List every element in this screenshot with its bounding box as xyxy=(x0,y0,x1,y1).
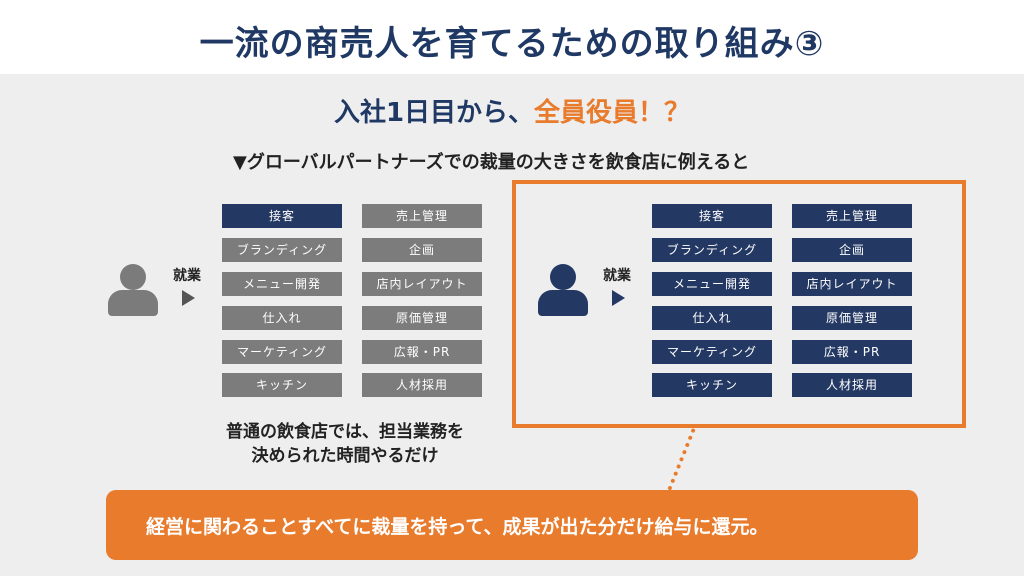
triangle-right-icon xyxy=(182,290,195,306)
person-body xyxy=(108,290,158,316)
left-col2-item: 原価管理 xyxy=(362,306,482,330)
person-body xyxy=(538,290,588,316)
right-col1-item: 仕入れ xyxy=(652,306,772,330)
right-col1-item: 接客 xyxy=(652,204,772,228)
left-col2-item: 広報・PR xyxy=(362,340,482,364)
left-col1-item: メニュー開発 xyxy=(222,272,342,296)
banner-text: 経営に関わることすべてに裁量を持って、成果が出た分だけ給与に還元。 xyxy=(146,516,769,538)
triangle-right-icon xyxy=(612,290,625,306)
left-job-label: 就業 xyxy=(173,268,201,284)
left-col2-item: 人材採用 xyxy=(362,373,482,397)
person-head xyxy=(120,264,146,290)
highlight-frame xyxy=(512,180,966,428)
description: ▼グローバルパートナーズでの裁量の大きさを飲食店に例えると xyxy=(233,152,750,173)
header: 一流の商売人を育てるための取り組み③ xyxy=(0,0,1024,74)
bottom-banner: 経営に関わることすべてに裁量を持って、成果が出た分だけ給与に還元。 xyxy=(106,490,918,560)
right-col1-item: ブランディング xyxy=(652,238,772,262)
left-col2-item: 企画 xyxy=(362,238,482,262)
subtitle-accent: 全員役員！？ xyxy=(534,98,691,128)
page-title: 一流の商売人を育てるための取り組み③ xyxy=(199,24,825,64)
right-col1-item: マーケティング xyxy=(652,340,772,364)
left-caption: 普通の飲食店では、担当業務を 決められた時間やるだけ xyxy=(170,420,520,468)
right-col1-item: キッチン xyxy=(652,373,772,397)
left-col1-item: 仕入れ xyxy=(222,306,342,330)
right-col2-item: 企画 xyxy=(792,238,912,262)
right-col2-item: 売上管理 xyxy=(792,204,912,228)
right-col2-item: 原価管理 xyxy=(792,306,912,330)
right-col2-item: 店内レイアウト xyxy=(792,272,912,296)
left-col2-item: 店内レイアウト xyxy=(362,272,482,296)
subtitle-main: 入社1日目から、 xyxy=(333,98,535,128)
left-col2-item: 売上管理 xyxy=(362,204,482,228)
left-col1-item: マーケティング xyxy=(222,340,342,364)
right-col2-item: 人材採用 xyxy=(792,373,912,397)
right-job-label: 就業 xyxy=(603,268,631,284)
right-col1-item: メニュー開発 xyxy=(652,272,772,296)
right-col2-item: 広報・PR xyxy=(792,340,912,364)
person-icon xyxy=(108,264,158,316)
left-col1-item: 接客 xyxy=(222,204,342,228)
person-icon xyxy=(538,264,588,316)
left-caption-line: 決められた時間やるだけ xyxy=(251,446,439,466)
left-caption-line: 普通の飲食店では、担当業務を xyxy=(226,422,464,442)
left-col1-item: キッチン xyxy=(222,373,342,397)
subtitle: 入社1日目から、全員役員！？ xyxy=(0,92,1024,129)
left-col1-item: ブランディング xyxy=(222,238,342,262)
person-head xyxy=(550,264,576,290)
